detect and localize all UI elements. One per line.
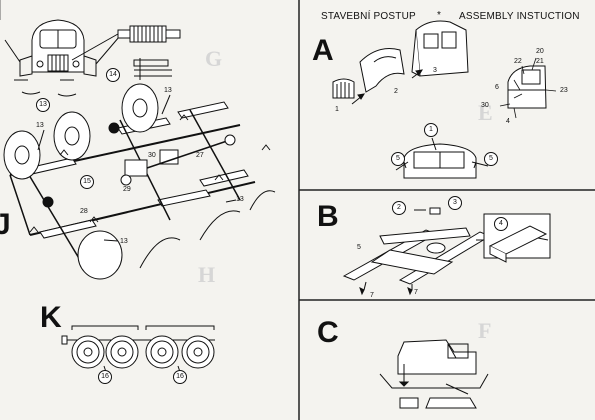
part-number-1: 1 [335,106,339,113]
step-a-arrows [351,69,423,105]
part-number-2: 2 [394,88,398,95]
callout-3: 3 [448,196,462,210]
step-k-wheels [61,325,215,373]
part-number-13: 13 [120,238,128,245]
part-number-13: 13 [236,196,244,203]
callout-5-left: 5 [391,152,405,166]
step-a-cab-parts [332,20,547,109]
header-title-en: ASSEMBLY INSTUCTION [459,11,580,22]
step-j-chassis [3,83,276,280]
part-number-21: 21 [536,58,544,65]
callout-1: 1 [424,123,438,137]
bg-mark-e: E [478,100,493,125]
callout-13: 13 [36,98,50,112]
step-letter-a: A [312,34,334,67]
step-letter-b: B [317,200,339,233]
part-number-4: 4 [506,118,510,125]
step-letter-c: C [317,316,339,349]
bg-mark-h: H [198,262,216,287]
callout-14: 14 [106,68,120,82]
part-number-23: 23 [560,87,568,94]
part-number-5: 5 [357,244,361,251]
callout-5-right: 5 [484,152,498,166]
step-c-truck [379,339,489,409]
step-b-frame [342,207,492,296]
part-number-29: 29 [123,186,131,193]
part-number-7: 7 [370,292,374,299]
step-letter-j: J [0,208,11,241]
part-number-30: 30 [148,152,156,159]
callout-4: 4 [494,217,508,231]
part-number-7: 7 [414,289,418,296]
part-number-13: 13 [36,122,44,129]
step-a-cab-front-view [395,137,489,179]
part-number-28: 28 [80,208,88,215]
callout-2: 2 [392,201,406,215]
callout-15: 15 [80,175,94,189]
step-b-detail-box [476,213,551,263]
part-number-13: 13 [164,87,172,94]
step-letter-i: I [0,0,2,26]
part-number-6: 6 [495,84,499,91]
part-number-30: 30 [481,102,489,109]
part-number-3: 3 [433,67,437,74]
bg-mark-g: G [205,46,223,71]
part-number-20: 20 [536,48,544,55]
step-i-cab-front [4,19,126,97]
bg-mark-f: F [478,318,492,343]
part-number-27: 27 [196,152,204,159]
step-letter-k: K [40,301,62,334]
step-i-grille-part [117,25,181,43]
callout-16-right: 16 [173,370,187,384]
header-separator: * [437,10,442,21]
step-i-bumper-part [133,58,172,80]
callout-16-left: 16 [98,370,112,384]
header-title-cz: STAVEBNÍ POSTUP [321,11,416,22]
step-a-leaders [499,57,557,119]
part-number-22: 22 [514,58,522,65]
